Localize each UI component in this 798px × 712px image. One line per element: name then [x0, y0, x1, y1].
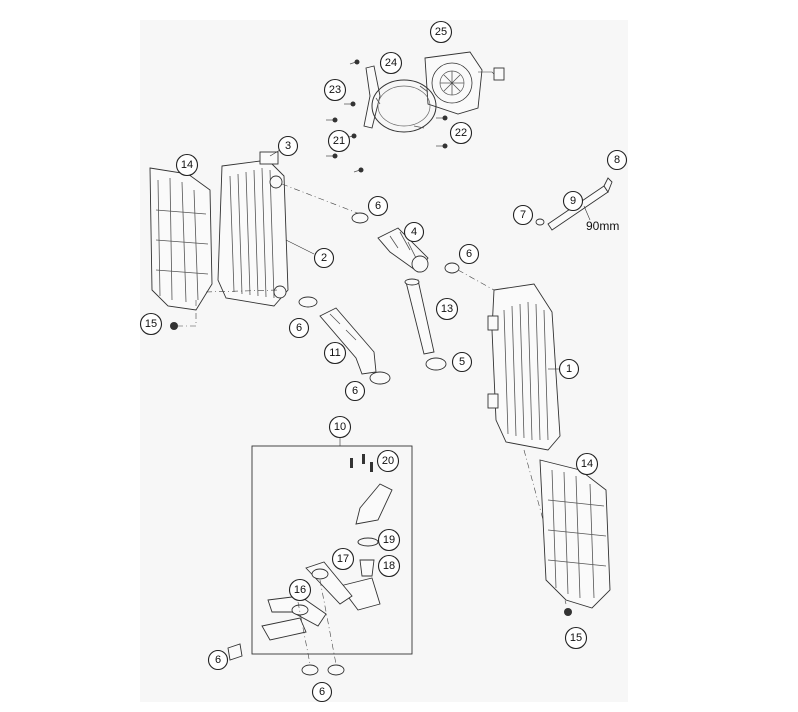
hose-length-leader	[583, 205, 591, 221]
svg-text:6: 6	[375, 200, 381, 212]
callout-13: 13	[435, 297, 459, 321]
svg-text:6: 6	[466, 248, 472, 260]
callout-15-left: 15	[139, 312, 163, 336]
callout-14-right: 14	[575, 452, 599, 476]
svg-text:18: 18	[383, 560, 395, 572]
callout-6-lower: 6	[344, 380, 366, 402]
svg-text:10: 10	[334, 421, 346, 433]
kit-contents	[261, 454, 393, 641]
svg-text:16: 16	[294, 584, 306, 596]
svg-text:22: 22	[455, 127, 467, 139]
kit-bottom-clamps	[297, 579, 345, 676]
svg-text:6: 6	[296, 322, 302, 334]
kit-box	[251, 445, 413, 655]
callout-3: 3	[277, 135, 299, 157]
callout-25: 25	[429, 20, 453, 44]
assembly-line-guard-screw	[176, 300, 197, 327]
fan-bracket-part	[363, 65, 437, 133]
callout-17: 17	[331, 547, 355, 571]
svg-text:14: 14	[181, 159, 193, 171]
svg-text:6: 6	[352, 385, 358, 397]
callout-4: 4	[403, 221, 425, 243]
assembly-line-left-top	[281, 183, 361, 215]
left-radiator-part	[217, 151, 289, 307]
callout-6-right: 6	[458, 243, 480, 265]
callout-20: 20	[376, 449, 400, 473]
hose-length-note: 90mm	[586, 219, 619, 233]
svg-text:2: 2	[321, 252, 327, 264]
fan-assembly	[326, 51, 505, 173]
svg-text:13: 13	[441, 303, 453, 315]
svg-text:9: 9	[570, 195, 576, 207]
callout-24: 24	[379, 51, 403, 75]
callout-5: 5	[451, 351, 473, 373]
callout-19: 19	[377, 528, 401, 552]
svg-text:1: 1	[566, 363, 572, 375]
svg-text:15: 15	[570, 632, 582, 644]
svg-text:23: 23	[329, 84, 341, 96]
callout-22: 22	[449, 121, 473, 145]
callout-8: 8	[606, 149, 628, 171]
svg-text:17: 17	[337, 553, 349, 565]
svg-text:15: 15	[145, 318, 157, 330]
callout-23: 23	[323, 78, 347, 102]
callout-6-left: 6	[288, 317, 310, 339]
callout-6-kit-left: 6	[207, 649, 229, 671]
left-guard-screw	[170, 322, 178, 330]
callout-15-right: 15	[564, 626, 588, 650]
svg-text:6: 6	[319, 686, 325, 698]
callout-18: 18	[377, 554, 401, 578]
svg-text:25: 25	[435, 26, 447, 38]
svg-text:21: 21	[333, 135, 345, 147]
left-radiator-guard-part	[149, 167, 213, 311]
callout-21: 21	[327, 129, 351, 153]
callout-6-kit-bottom: 6	[311, 681, 333, 703]
hose-lower-left-part	[319, 307, 377, 375]
callout-9: 9	[562, 190, 584, 212]
pipe-part	[404, 278, 435, 355]
svg-text:8: 8	[614, 154, 620, 166]
callout-10: 10	[328, 415, 352, 439]
right-guard-screw	[564, 608, 572, 616]
svg-text:4: 4	[411, 226, 417, 238]
svg-text:14: 14	[581, 458, 593, 470]
callout-1: 1	[558, 358, 580, 380]
right-radiator-part	[487, 283, 561, 451]
svg-text:3: 3	[285, 140, 291, 152]
callout-7: 7	[512, 204, 534, 226]
callout-6-upper-left: 6	[367, 195, 389, 217]
svg-text:5: 5	[459, 356, 465, 368]
hose-clamps	[298, 212, 460, 385]
callout-2: 2	[313, 247, 335, 269]
callout-14-left: 14	[175, 153, 199, 177]
callout-11: 11	[323, 341, 347, 365]
svg-text:19: 19	[383, 534, 395, 546]
svg-text:6: 6	[215, 654, 221, 666]
callout-16: 16	[288, 578, 312, 602]
svg-text:20: 20	[382, 455, 394, 467]
fan-shroud-part	[424, 51, 505, 115]
svg-text:24: 24	[385, 57, 397, 69]
svg-text:7: 7	[520, 209, 526, 221]
hose-upper-part	[377, 227, 429, 273]
svg-text:11: 11	[329, 347, 340, 359]
kit-plug-part	[227, 643, 243, 661]
